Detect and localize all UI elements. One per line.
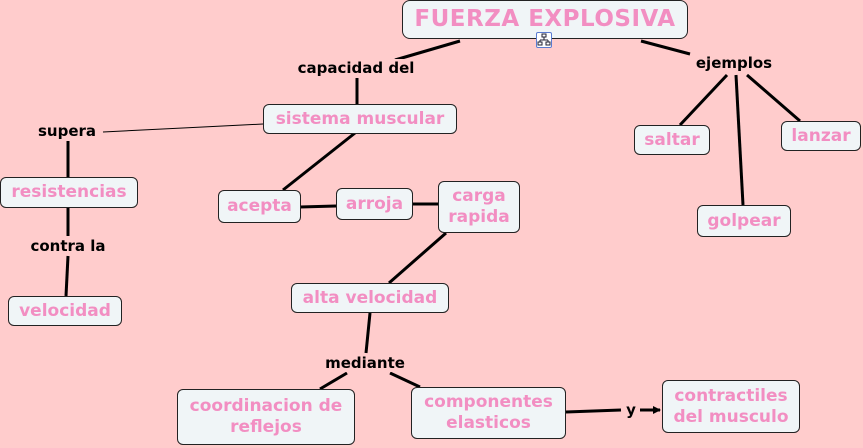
line-mediante-componentes bbox=[389, 371, 421, 389]
node-golpear[interactable]: golpear bbox=[697, 205, 791, 237]
link-ejemplos[interactable]: ejemplos bbox=[693, 54, 775, 72]
line-ejemplos-saltar bbox=[678, 73, 729, 127]
node-componentes-elasticos[interactable]: componentes elasticos bbox=[411, 387, 566, 439]
line-title-ejemplos bbox=[640, 39, 691, 56]
link-mediante[interactable]: mediante bbox=[323, 354, 407, 372]
line-ejemplos-lanzar bbox=[746, 73, 801, 123]
node-resistencias[interactable]: resistencias bbox=[0, 177, 138, 208]
line-mediante-coordinacion bbox=[319, 371, 348, 391]
line-acepta-arroja bbox=[299, 204, 337, 209]
node-coordinacion-reflejos[interactable]: coordinacion de reflejos bbox=[177, 389, 355, 445]
node-saltar[interactable]: saltar bbox=[634, 125, 710, 155]
node-lanzar[interactable]: lanzar bbox=[781, 121, 861, 151]
hierarchy-icon[interactable] bbox=[536, 32, 552, 48]
node-sistema-muscular[interactable]: sistema muscular bbox=[263, 104, 457, 134]
line-title-capacidad bbox=[394, 39, 461, 62]
line-contra-velocidad bbox=[64, 255, 70, 297]
line-carga-alta bbox=[388, 231, 447, 285]
node-arroja[interactable]: arroja bbox=[336, 188, 413, 220]
line-componentes-y bbox=[565, 408, 622, 414]
node-velocidad[interactable]: velocidad bbox=[8, 296, 122, 326]
hierarchy-icon-glyph bbox=[537, 33, 551, 46]
line-sistema-supera bbox=[102, 123, 264, 133]
link-supera[interactable]: supera bbox=[35, 122, 99, 140]
link-capacidad-del[interactable]: capacidad del bbox=[295, 59, 417, 77]
link-y[interactable]: y bbox=[624, 401, 638, 419]
node-acepta[interactable]: acepta bbox=[218, 190, 301, 223]
link-contra-la[interactable]: contra la bbox=[28, 237, 108, 255]
node-contractiles-musculo[interactable]: contractiles del musculo bbox=[662, 380, 800, 433]
line-alta-mediante bbox=[364, 312, 372, 354]
node-alta-velocidad[interactable]: alta velocidad bbox=[291, 283, 449, 313]
line-sistema-acepta bbox=[282, 131, 356, 192]
node-carga-rapida[interactable]: carga rapida bbox=[438, 181, 520, 233]
line-ejemplos-golpear bbox=[734, 74, 745, 206]
